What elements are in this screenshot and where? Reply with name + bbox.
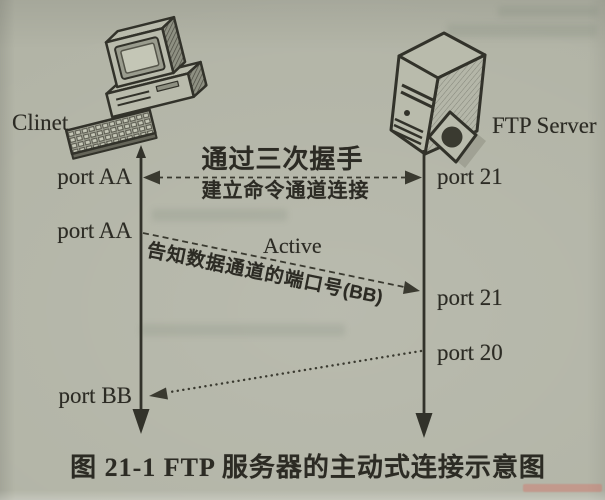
bleedthrough-ghost	[152, 209, 287, 221]
client-label: Clinet	[12, 110, 69, 135]
server-timeline	[415, 150, 433, 438]
client-computer-icon	[64, 15, 208, 160]
bleedthrough-ghost	[498, 6, 598, 17]
port-bb-label: port BB	[58, 383, 132, 408]
handshake-arrow	[143, 170, 422, 185]
bleedthrough-ghost	[140, 324, 345, 336]
red-watermark	[523, 484, 602, 492]
bleedthrough-ghost	[447, 24, 597, 37]
active-mode-label: Active	[263, 233, 322, 258]
data-channel-arrow	[149, 349, 423, 400]
client-timeline	[132, 145, 150, 434]
server-tower-icon	[389, 31, 487, 168]
server-label: FTP Server	[492, 113, 597, 138]
port-21-label-1: port 21	[437, 164, 503, 189]
port-20-label: port 20	[437, 340, 503, 365]
figure-caption: 图 21-1 FTP 服务器的主动式连接示意图	[70, 453, 546, 482]
active-notify-arrow	[142, 232, 420, 294]
handshake-title: 通过三次握手	[201, 144, 364, 174]
port-aa-label-2: port AA	[57, 218, 132, 243]
handshake-subtitle: 建立命令通道连接	[201, 180, 370, 202]
mouse-icon	[427, 110, 486, 168]
port-21-label-2: port 21	[437, 285, 503, 310]
port-aa-label-1: port AA	[57, 164, 132, 189]
